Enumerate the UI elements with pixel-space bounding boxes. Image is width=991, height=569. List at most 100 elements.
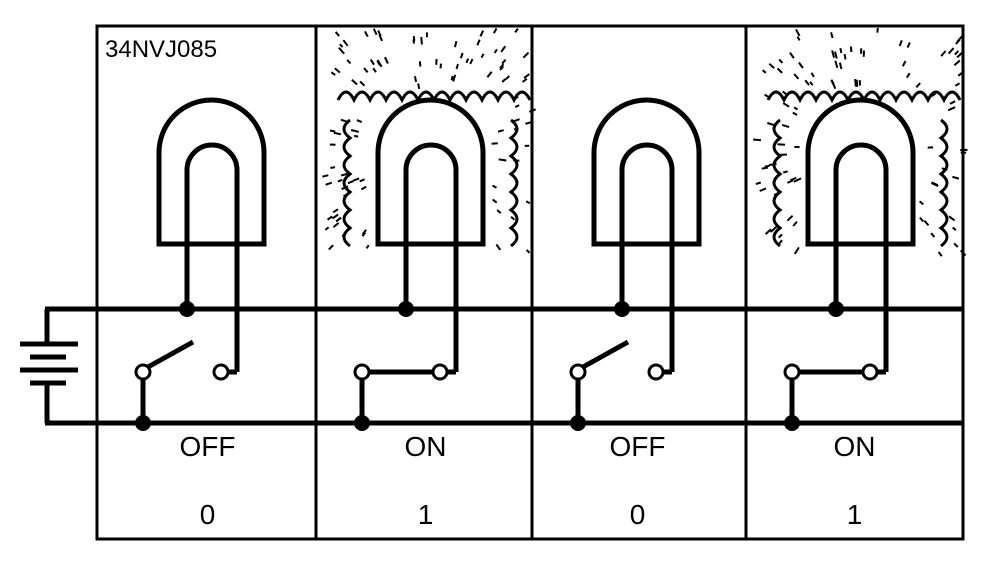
glow-dash	[840, 63, 842, 69]
glow-dash	[948, 107, 955, 110]
junction-dot	[570, 415, 586, 431]
glow-dash	[941, 51, 945, 56]
switch-icon	[355, 365, 456, 423]
glow-dash	[353, 178, 359, 181]
glow-dash	[796, 29, 800, 36]
glow-dash	[908, 42, 910, 47]
panel-3-bit-label: 0	[530, 499, 745, 531]
glow-dash	[778, 144, 786, 145]
glow-dash	[374, 29, 377, 35]
glow-dash	[492, 143, 498, 144]
glow-dash	[326, 183, 332, 185]
glow-dash	[835, 61, 837, 68]
glow-dash	[515, 105, 519, 107]
glow-dash	[805, 80, 809, 85]
glow-dash	[455, 41, 456, 47]
glow-dash	[782, 125, 789, 127]
glow-dash	[954, 61, 959, 66]
glow-dash	[756, 183, 761, 185]
panel-4	[753, 28, 967, 431]
glow-dash	[903, 61, 906, 66]
glow-dash	[325, 227, 328, 230]
glow-dash	[845, 54, 846, 59]
glow-dash	[502, 79, 505, 82]
glow-dash	[810, 82, 813, 85]
glow-dash	[955, 83, 959, 86]
panel-3-state-label: OFF	[530, 431, 745, 463]
glow-dash	[418, 84, 419, 89]
glow-dash	[920, 218, 923, 222]
glow-dash	[453, 75, 455, 82]
switch-pivot-terminal	[785, 365, 799, 379]
junction-dot	[135, 415, 151, 431]
glow-dash	[487, 72, 491, 78]
panel-2	[322, 28, 535, 431]
glow-dash	[783, 171, 788, 172]
figure-id-label: 34NVJ085	[105, 36, 217, 64]
glow-dash	[452, 76, 453, 80]
panel-2-state-label: ON	[318, 431, 533, 463]
glow-dash	[493, 186, 497, 188]
glow-dash	[481, 31, 484, 37]
glow-dash	[330, 131, 335, 132]
glow-dash	[352, 80, 357, 85]
light-bulb-icon	[808, 100, 913, 244]
glow-dash	[779, 234, 782, 237]
glow-dash	[790, 53, 794, 59]
glow-dash	[831, 32, 833, 38]
glow-dash	[340, 44, 343, 47]
glow-dash	[441, 64, 442, 69]
switch-contact-terminal	[863, 365, 877, 379]
switch-pivot-terminal	[571, 365, 585, 379]
glow-dash	[787, 216, 792, 221]
glow-dash	[334, 133, 341, 134]
glow-dash	[420, 61, 421, 66]
bulb-outer	[378, 100, 483, 244]
panel-1-bit-label: 0	[100, 499, 315, 531]
glow-dash	[932, 183, 939, 186]
light-bulb-icon	[159, 100, 264, 244]
glow-dash	[461, 53, 463, 58]
glow-dash	[466, 59, 468, 63]
switch-contact-terminal	[433, 365, 447, 379]
glow-dash	[527, 250, 530, 253]
glow-dash	[379, 35, 382, 41]
glow-dash	[357, 120, 362, 122]
glow-dash	[495, 49, 497, 53]
switch-icon	[136, 342, 237, 423]
glow-dash	[331, 72, 335, 75]
glow-dash	[753, 140, 761, 141]
bulb-outer	[808, 100, 913, 244]
switch-lever-open	[583, 342, 628, 367]
glow-dash	[779, 59, 782, 63]
glow-dash	[470, 59, 472, 64]
junction-dot	[828, 301, 844, 317]
glow-dash	[497, 210, 501, 213]
panel-2-bit-label: 1	[318, 499, 533, 531]
glow-dash	[322, 175, 328, 177]
glow-dash	[336, 32, 339, 36]
glow-dash	[330, 167, 335, 168]
glow-dash	[787, 180, 793, 183]
bulb-outer	[594, 100, 699, 244]
glow-dash	[338, 180, 342, 182]
glow-dash	[950, 101, 955, 104]
glow-dash	[371, 60, 374, 65]
glow-dash	[766, 229, 771, 234]
glow-dash	[763, 70, 766, 73]
glow-dash	[832, 50, 834, 57]
glow-dash	[413, 40, 414, 44]
glow-dash	[931, 233, 934, 237]
glow-dash	[765, 166, 770, 167]
switch-contact-terminal	[649, 365, 663, 379]
glow-dash	[791, 178, 797, 181]
glow-ripple-right	[511, 120, 517, 246]
light-bulb-icon	[378, 100, 483, 244]
glow-dash	[855, 79, 856, 86]
glow-dash	[360, 179, 365, 181]
glow-dash	[924, 221, 928, 226]
glow-dash	[900, 40, 902, 46]
glow-dash	[907, 73, 910, 78]
